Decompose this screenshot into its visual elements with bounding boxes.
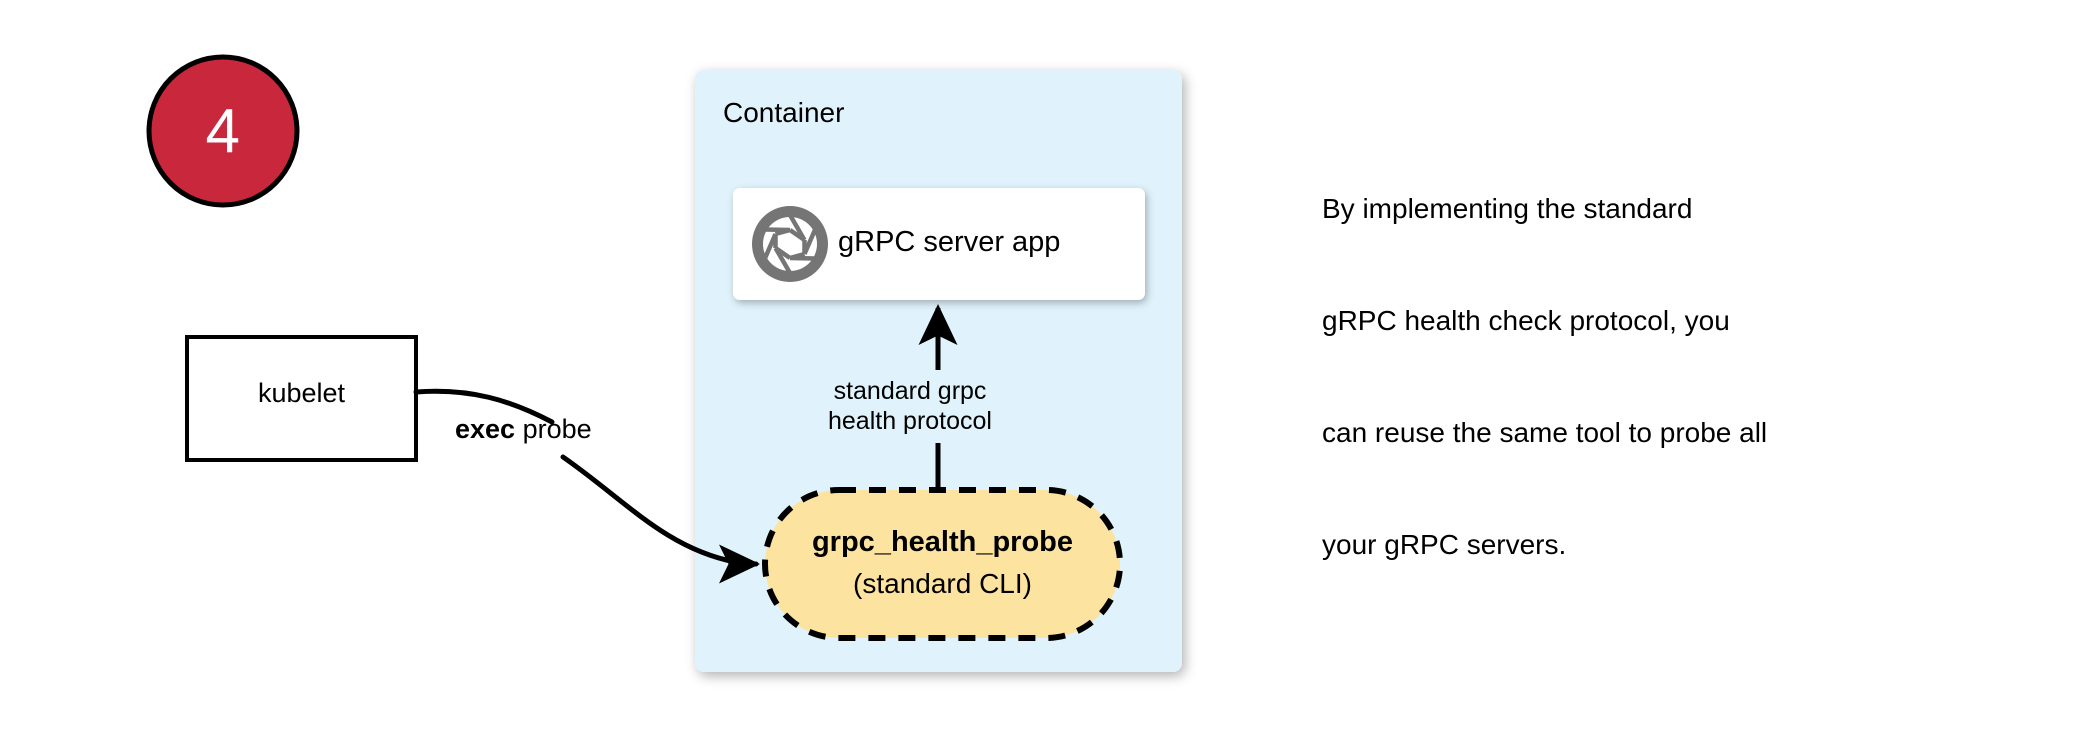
aperture-icon-blades (762, 214, 818, 274)
exec-probe-label-bold: exec (455, 414, 516, 444)
grpc-server-app-label: gRPC server app (838, 226, 1061, 258)
annotation-line-2: gRPC health check protocol, you (1322, 305, 1730, 337)
grpc-health-probe-box (762, 487, 1123, 641)
annotation-text: By implementing the standard gRPC health… (1322, 116, 1902, 637)
grpc-server-app-card-rect (733, 188, 1145, 300)
kubelet-box-rect (185, 335, 418, 462)
grpc-health-probe-title: grpc_health_probe (811, 526, 1074, 558)
annotation-line-3: can reuse the same tool to probe all (1322, 416, 1768, 448)
annotation-line-4: your gRPC servers. (1322, 528, 1567, 560)
step-badge-circle (146, 54, 300, 208)
annotation-line-1: By implementing the standard (1322, 193, 1693, 225)
grpc-server-app-card (733, 188, 1145, 300)
grpc-health-probe-box-rect (762, 487, 1123, 641)
kubelet-box (185, 335, 418, 462)
grpc-health-probe-subtitle: (standard CLI) (853, 568, 1032, 599)
exec-probe-label: exec probe (455, 414, 592, 446)
exec-probe-label-rest: probe (515, 414, 592, 444)
protocol-arrow-label-line2: health protocol (827, 407, 992, 435)
exec-probe-arrow-seg2 (560, 454, 760, 584)
step-badge (146, 54, 300, 208)
exec-probe-arrow (413, 388, 760, 584)
kubelet-label: kubelet (257, 378, 346, 408)
aperture-icon (752, 206, 828, 282)
container-label: Container (723, 97, 845, 128)
protocol-arrow-label-line1: standard grpc (833, 377, 987, 405)
exec-probe-arrow-seg1 (413, 388, 555, 425)
